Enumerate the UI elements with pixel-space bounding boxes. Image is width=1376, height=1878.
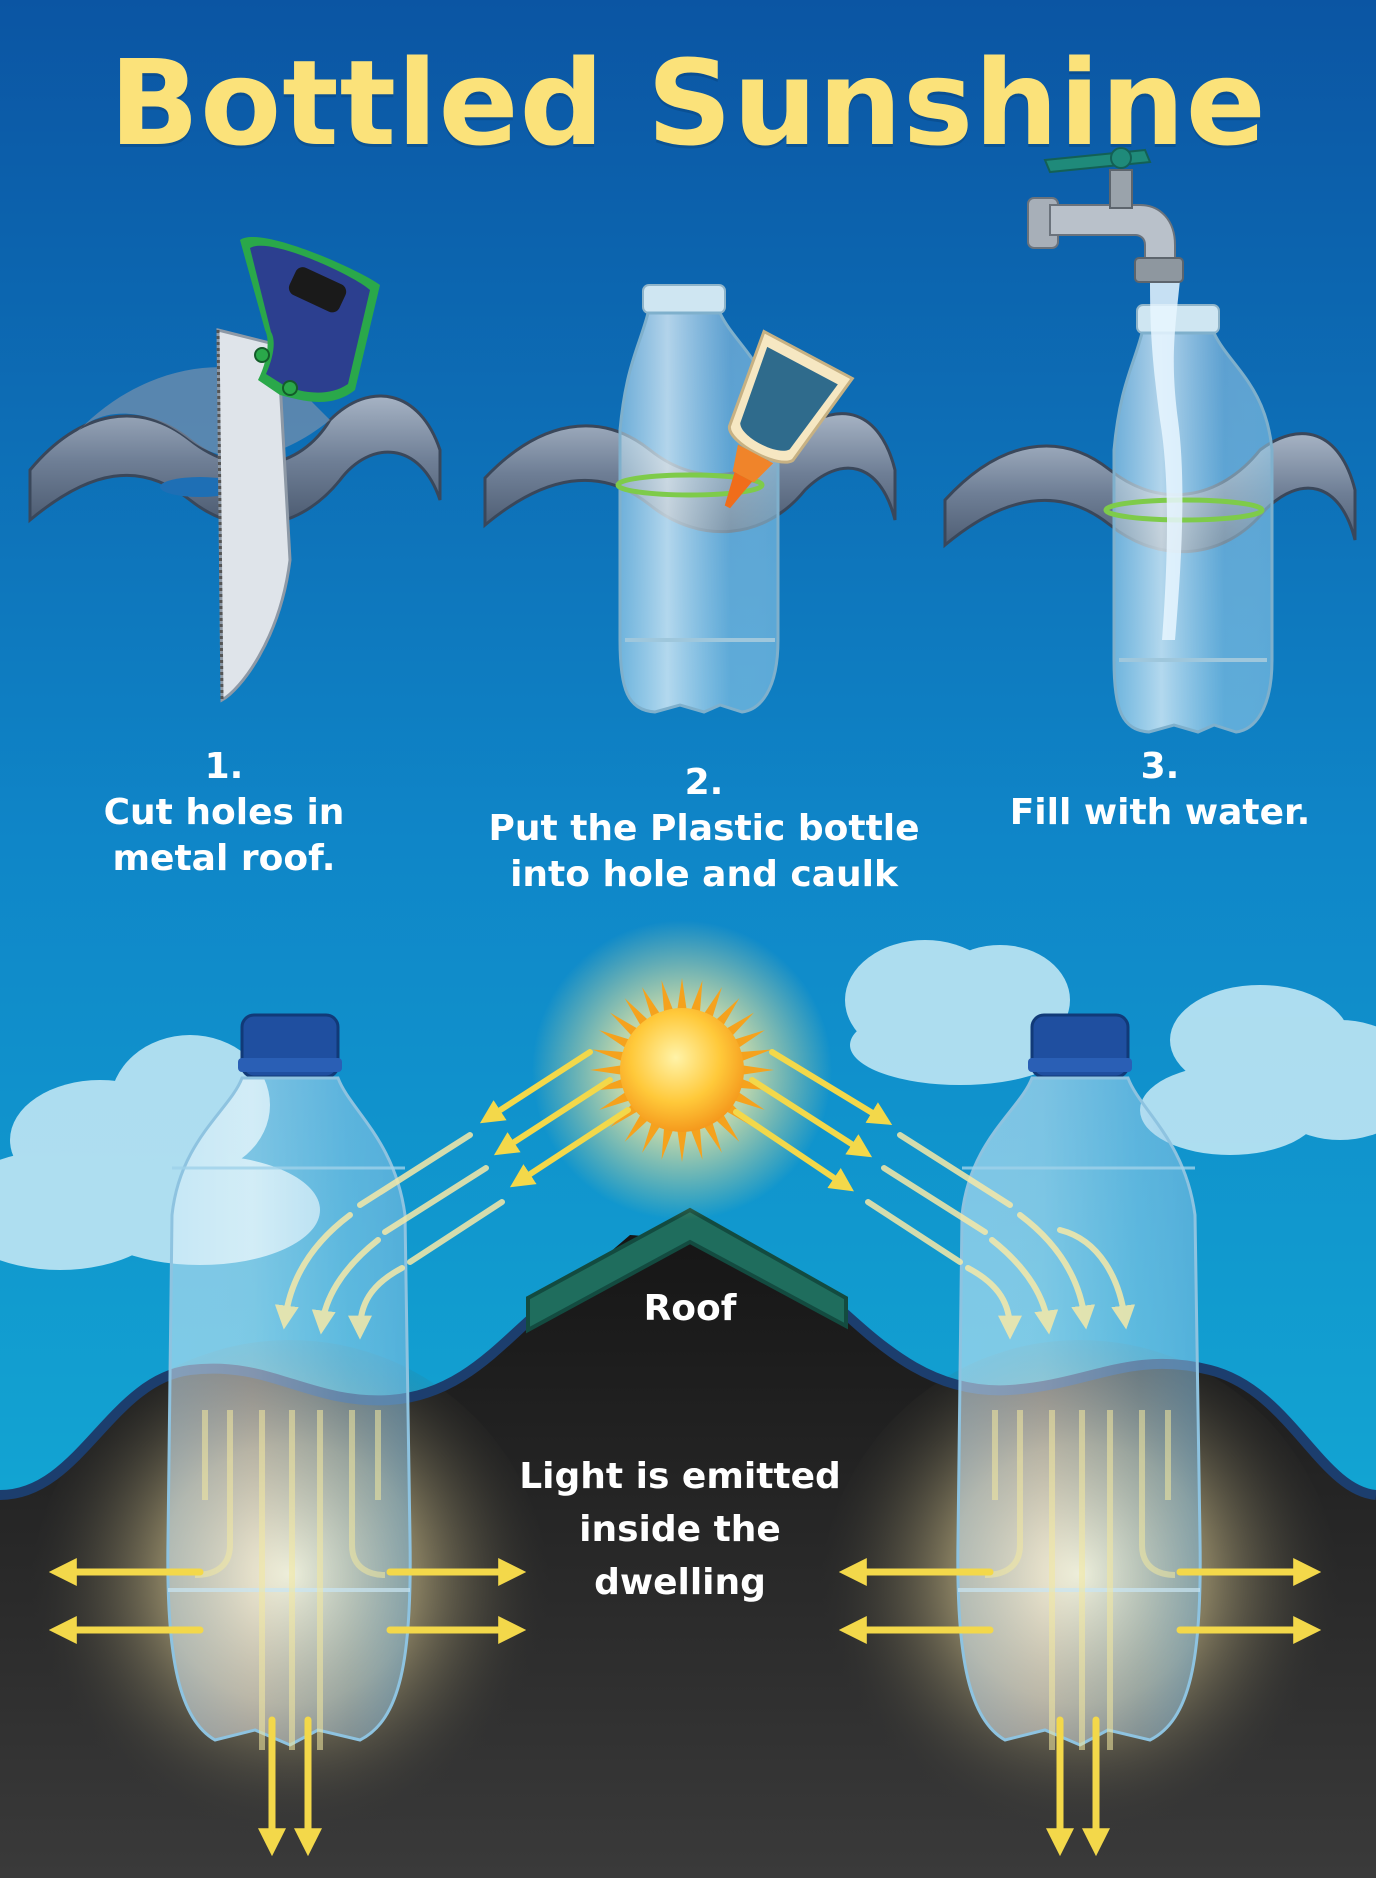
step-text-line: Put the Plastic bottle: [488, 808, 920, 849]
step-text-line: metal roof.: [112, 838, 336, 879]
light-ray-arrow-icon: [274, 1132, 1136, 1340]
sun-ray: [599, 1091, 631, 1110]
sun-ray: [677, 978, 687, 1011]
sun-ray: [715, 998, 740, 1027]
sun-ray: [703, 1121, 722, 1153]
step-1-caption: 1. Cut holes in metal roof.: [64, 744, 384, 882]
sun-icon: [590, 978, 774, 1162]
sun-ray: [642, 1121, 661, 1153]
page-title: Bottled Sunshine: [109, 34, 1267, 172]
water-faucet-icon: [1027, 147, 1184, 283]
sun-ray: [690, 1127, 703, 1160]
light-label-line: dwelling: [594, 1562, 766, 1603]
sun-ray: [725, 1012, 754, 1037]
step-text-line: Cut holes in: [103, 792, 345, 833]
caulk-ring: [1103, 497, 1265, 523]
step-3-caption: 3. Fill with water.: [960, 744, 1360, 836]
sun-ray: [624, 1113, 649, 1142]
sun-ray: [661, 1127, 674, 1160]
light-ray-arrow-icon: [838, 1558, 1322, 1857]
sun-ray: [733, 1030, 765, 1049]
light-ray-arrow-icon: [48, 1558, 527, 1857]
step-text-line: Fill with water.: [1009, 792, 1311, 833]
sun-ray: [590, 1065, 623, 1075]
sun-ray: [703, 987, 722, 1019]
light-ray-arrow-icon: [479, 1049, 893, 1192]
light-label-line: Light is emitted: [519, 1456, 841, 1497]
sun-ray: [661, 980, 674, 1013]
caulk-ring: [615, 472, 765, 498]
sun-ray: [642, 987, 661, 1019]
step-1-illustration: [28, 236, 442, 703]
plastic-bottle-icon: [1112, 304, 1274, 734]
step-2-caption: 2. Put the Plastic bottle into hole and …: [454, 760, 954, 898]
light-columns-right: [984, 1410, 1176, 1750]
step-number: 2.: [684, 762, 724, 803]
light-columns-left: [194, 1410, 386, 1750]
sun-ray: [690, 980, 703, 1013]
sun-ray: [610, 1012, 639, 1037]
water-stream: [1150, 280, 1183, 640]
caulk-tube-icon: [724, 329, 855, 509]
sun-ray: [624, 998, 649, 1027]
step-number: 3.: [1140, 746, 1180, 787]
light-emitted-label: Light is emitted inside the dwelling: [470, 1450, 890, 1609]
hand-saw-icon: [240, 236, 380, 402]
roof-label: Roof: [643, 1288, 737, 1329]
light-label-line: inside the: [579, 1509, 781, 1550]
step-number: 1.: [204, 746, 244, 787]
sun-ray: [677, 1129, 687, 1162]
step-3-illustration: [943, 147, 1357, 734]
sun-ray: [592, 1049, 625, 1062]
sun-ray: [715, 1113, 740, 1142]
sun-ray: [733, 1091, 765, 1110]
sun-ray: [599, 1030, 631, 1049]
cloud-icon: [1140, 985, 1376, 1155]
step-text-line: into hole and caulk: [510, 854, 898, 895]
sun-ray: [739, 1049, 772, 1062]
step-2-illustration: [483, 284, 897, 714]
sun-ray: [741, 1065, 774, 1075]
saw-blade: [216, 328, 292, 703]
metal-roof-sheet: [28, 394, 442, 527]
